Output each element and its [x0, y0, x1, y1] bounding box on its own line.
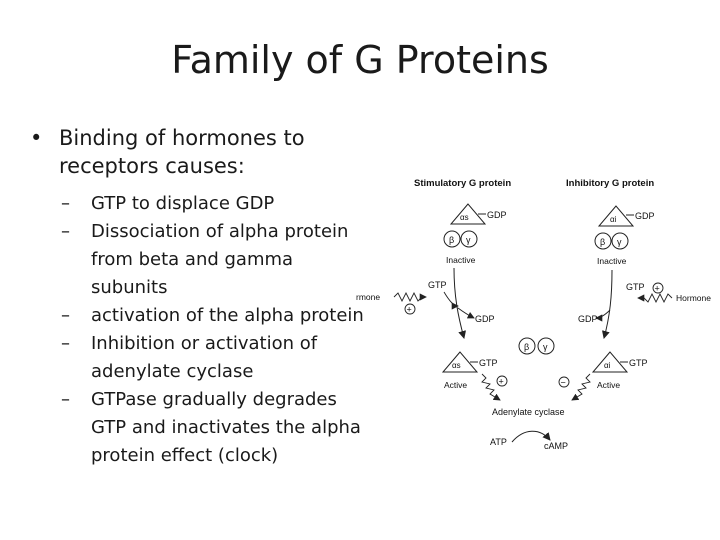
stimulate-wave	[481, 373, 501, 401]
dash-mark: –	[61, 389, 70, 410]
right-flow-arrow	[601, 269, 613, 339]
sub-bullet-text: Dissociation of alpha protein from beta …	[91, 221, 349, 298]
gdp-label: GDP	[475, 314, 495, 324]
bullet-mark: •	[30, 126, 43, 150]
gdp-label: GDP	[578, 314, 598, 324]
inhibitory-inactive-complex: αi GDP β γ Inactive	[594, 205, 655, 266]
dash-mark: –	[61, 221, 70, 242]
alpha-s-label: αs	[460, 213, 469, 222]
gamma-label: γ	[617, 237, 622, 247]
gtp-label: GTP	[479, 358, 498, 368]
gdp-label: GDP	[487, 210, 507, 220]
hormone-left-wave	[393, 291, 427, 303]
beta-circle	[443, 230, 461, 248]
sub-bullet-item: – Inhibition or activation of adenylate …	[40, 330, 365, 386]
inactive-label: Inactive	[446, 255, 476, 265]
slide-title: Family of G Proteins	[171, 38, 549, 82]
hormone-right-label: Hormone	[676, 293, 711, 303]
adenylate-cyclase-label: Adenylate cyclase	[492, 407, 565, 417]
sub-bullet-text: GTP to displace GDP	[91, 193, 275, 214]
alpha-s-active: αs GTP Active	[441, 351, 498, 390]
beta-circle	[594, 232, 612, 250]
dash-mark: –	[61, 333, 70, 354]
sub-bullet-item: – GTP to displace GDP	[40, 190, 365, 218]
beta-label: β	[600, 237, 605, 247]
hormone-left-label: rmone	[356, 292, 380, 302]
inactive-label: Inactive	[597, 256, 627, 266]
beta-circle	[518, 337, 536, 355]
gtp-label: GTP	[428, 280, 447, 290]
plus-circle	[652, 282, 664, 294]
plus-sign: +	[407, 305, 412, 315]
gamma-circle	[460, 230, 478, 248]
alpha-i-triangle	[591, 351, 629, 373]
plus-sign: +	[655, 284, 660, 294]
sub-bullet-item: – activation of the alpha protein	[40, 302, 365, 330]
sub-bullet-text: activation of the alpha protein	[91, 305, 364, 326]
left-flow-arrow	[453, 267, 467, 339]
gamma-label: γ	[466, 235, 471, 245]
plus-circle	[404, 303, 416, 315]
sub-bullet-item: – Dissociation of alpha protein from bet…	[40, 218, 365, 302]
plus-sign: +	[499, 377, 504, 387]
active-label: Active	[597, 380, 620, 390]
plus-circle	[496, 375, 508, 387]
main-bullet-text: Binding of hormones to receptors causes:	[59, 126, 305, 178]
left-gdp-arrow	[457, 307, 475, 319]
sub-bullet-text: GTPase gradually degrades GTP and inacti…	[91, 389, 361, 466]
gamma-circle	[537, 337, 555, 355]
atp-label: ATP	[490, 437, 507, 447]
sub-bullet-list: – GTP to displace GDP – Dissociation of …	[30, 190, 365, 470]
alpha-s-label: αs	[452, 361, 461, 370]
right-gdp-arrow	[595, 309, 611, 322]
gtp-label: GTP	[626, 282, 645, 292]
alpha-i-active: αi GTP Active	[591, 351, 648, 390]
dash-mark: –	[61, 305, 70, 326]
hormone-right-wave	[637, 292, 673, 304]
sub-bullet-item: – GTPase gradually degrades GTP and inac…	[40, 386, 365, 470]
left-gtp-arrow	[443, 291, 459, 310]
alpha-s-triangle	[449, 203, 487, 225]
beta-label: β	[524, 342, 529, 352]
dash-mark: –	[61, 193, 70, 214]
alpha-s-triangle	[441, 351, 479, 373]
sub-bullet-text: Inhibition or activation of adenylate cy…	[91, 333, 318, 382]
stimulatory-inactive-complex: αs GDP β γ Inactive	[443, 203, 507, 265]
alpha-i-label: αi	[604, 361, 611, 370]
beta-label: β	[449, 235, 454, 245]
stimulatory-label: Stimulatory G protein	[414, 178, 511, 189]
gtp-label: GTP	[629, 358, 648, 368]
minus-circle	[558, 376, 570, 388]
gamma-circle	[611, 232, 629, 250]
bullet-list: • Binding of hormones to receptors cause…	[30, 124, 365, 470]
alpha-i-triangle	[597, 205, 635, 227]
alpha-i-label: αi	[610, 215, 617, 224]
minus-sign: −	[561, 378, 566, 388]
camp-label: cAMP	[544, 441, 568, 451]
gdp-label: GDP	[635, 211, 655, 221]
atp-to-camp-arrow	[511, 430, 551, 443]
active-label: Active	[444, 380, 467, 390]
inhibitory-label: Inhibitory G protein	[566, 178, 654, 189]
gamma-label: γ	[543, 342, 548, 352]
inhibit-wave	[571, 373, 591, 401]
main-bullet: • Binding of hormones to receptors cause…	[30, 124, 365, 180]
g-protein-diagram: Stimulatory G protein Inhibitory G prote…	[356, 178, 711, 451]
